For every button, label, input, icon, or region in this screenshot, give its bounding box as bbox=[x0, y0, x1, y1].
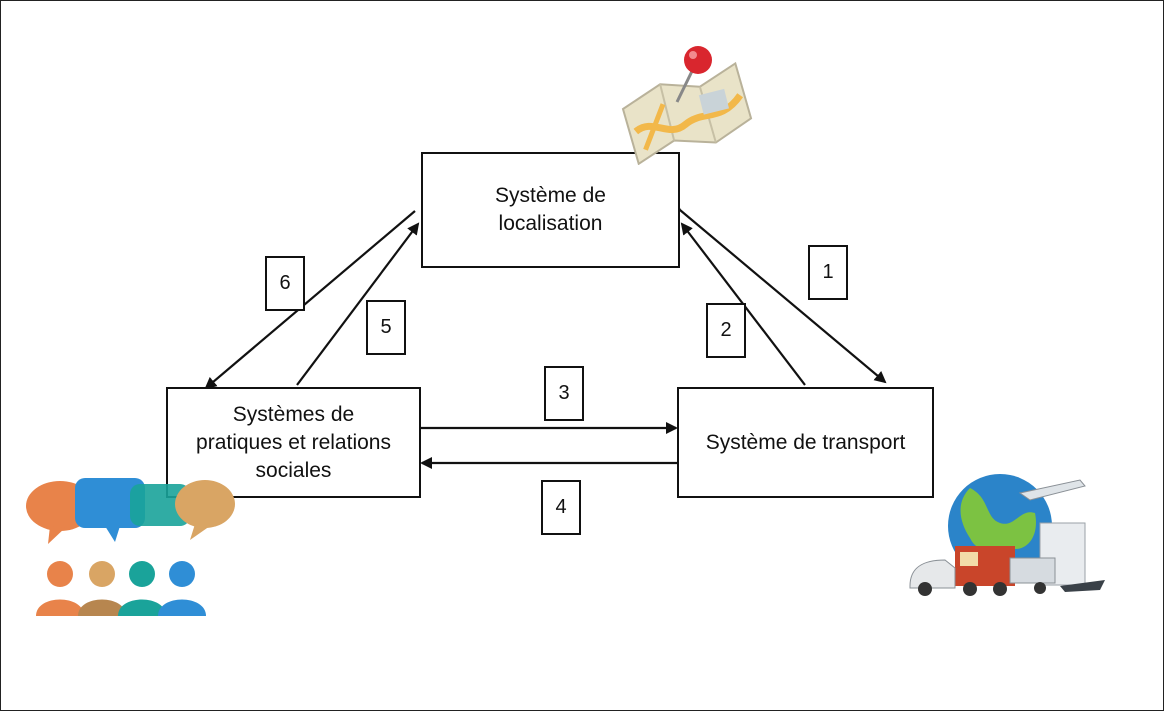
node-transport-label: Système de transport bbox=[705, 430, 906, 454]
arrow-label-5: 5 bbox=[366, 300, 406, 355]
people-speech-bubbles-icon bbox=[26, 478, 235, 616]
map-pin-icon bbox=[621, 46, 753, 165]
arrow-5 bbox=[296, 222, 420, 386]
node-localisation-label: Système de localisation bbox=[495, 184, 606, 235]
node-transport: Système de transport bbox=[677, 387, 934, 498]
node-social: Systèmes de pratiques et relations socia… bbox=[166, 387, 421, 498]
arrow-label-6: 6 bbox=[265, 256, 305, 311]
arrow-label-1: 1 bbox=[808, 245, 848, 300]
arrow-label-2: 2 bbox=[706, 303, 746, 358]
arrow-label-3: 3 bbox=[544, 366, 584, 421]
arrow-1 bbox=[668, 198, 887, 384]
node-social-label: Systèmes de pratiques et relations socia… bbox=[196, 402, 391, 482]
node-localisation: Système de localisation bbox=[421, 152, 680, 268]
arrow-label-4: 4 bbox=[541, 480, 581, 535]
globe-transport-vehicles-icon bbox=[909, 474, 1105, 596]
arrow-6 bbox=[204, 210, 416, 390]
